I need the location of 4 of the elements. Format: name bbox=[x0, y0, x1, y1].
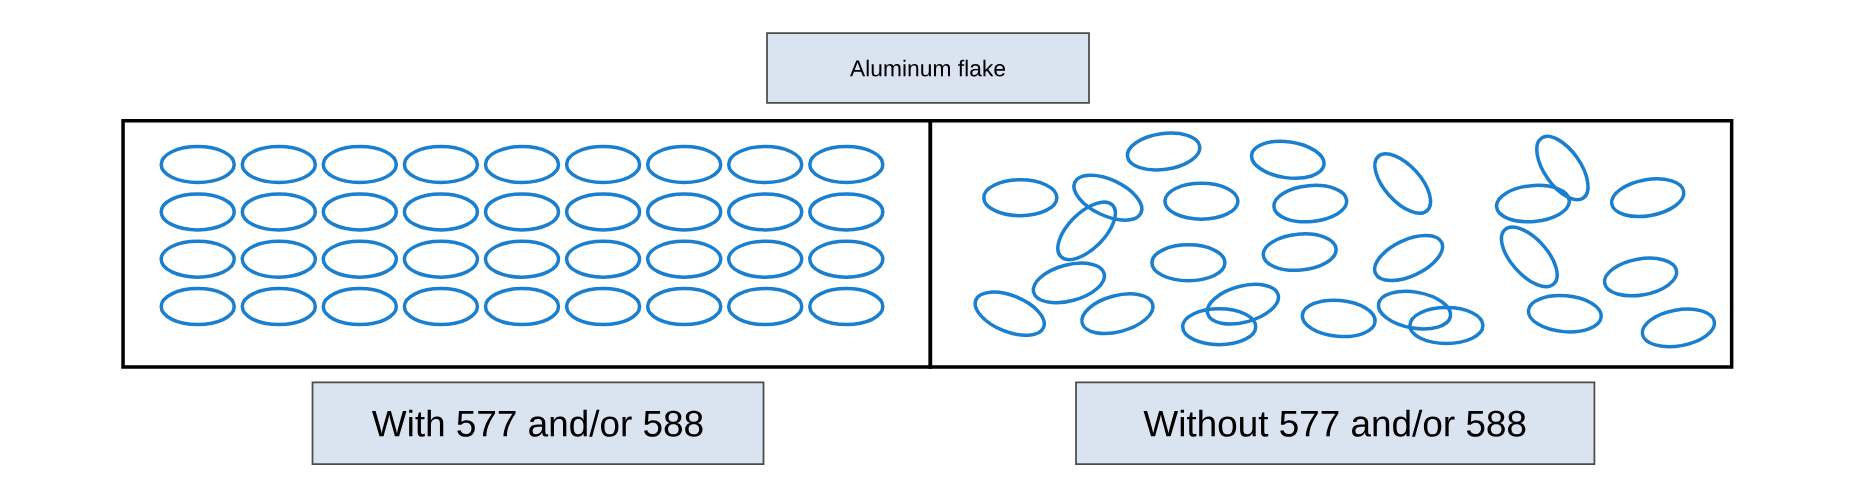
caption-box: Without 577 and/or 588 bbox=[1075, 381, 1596, 465]
title-box: Aluminum flake bbox=[766, 32, 1090, 104]
panel-frame bbox=[928, 118, 1734, 369]
caption-box: With 577 and/or 588 bbox=[311, 381, 765, 465]
